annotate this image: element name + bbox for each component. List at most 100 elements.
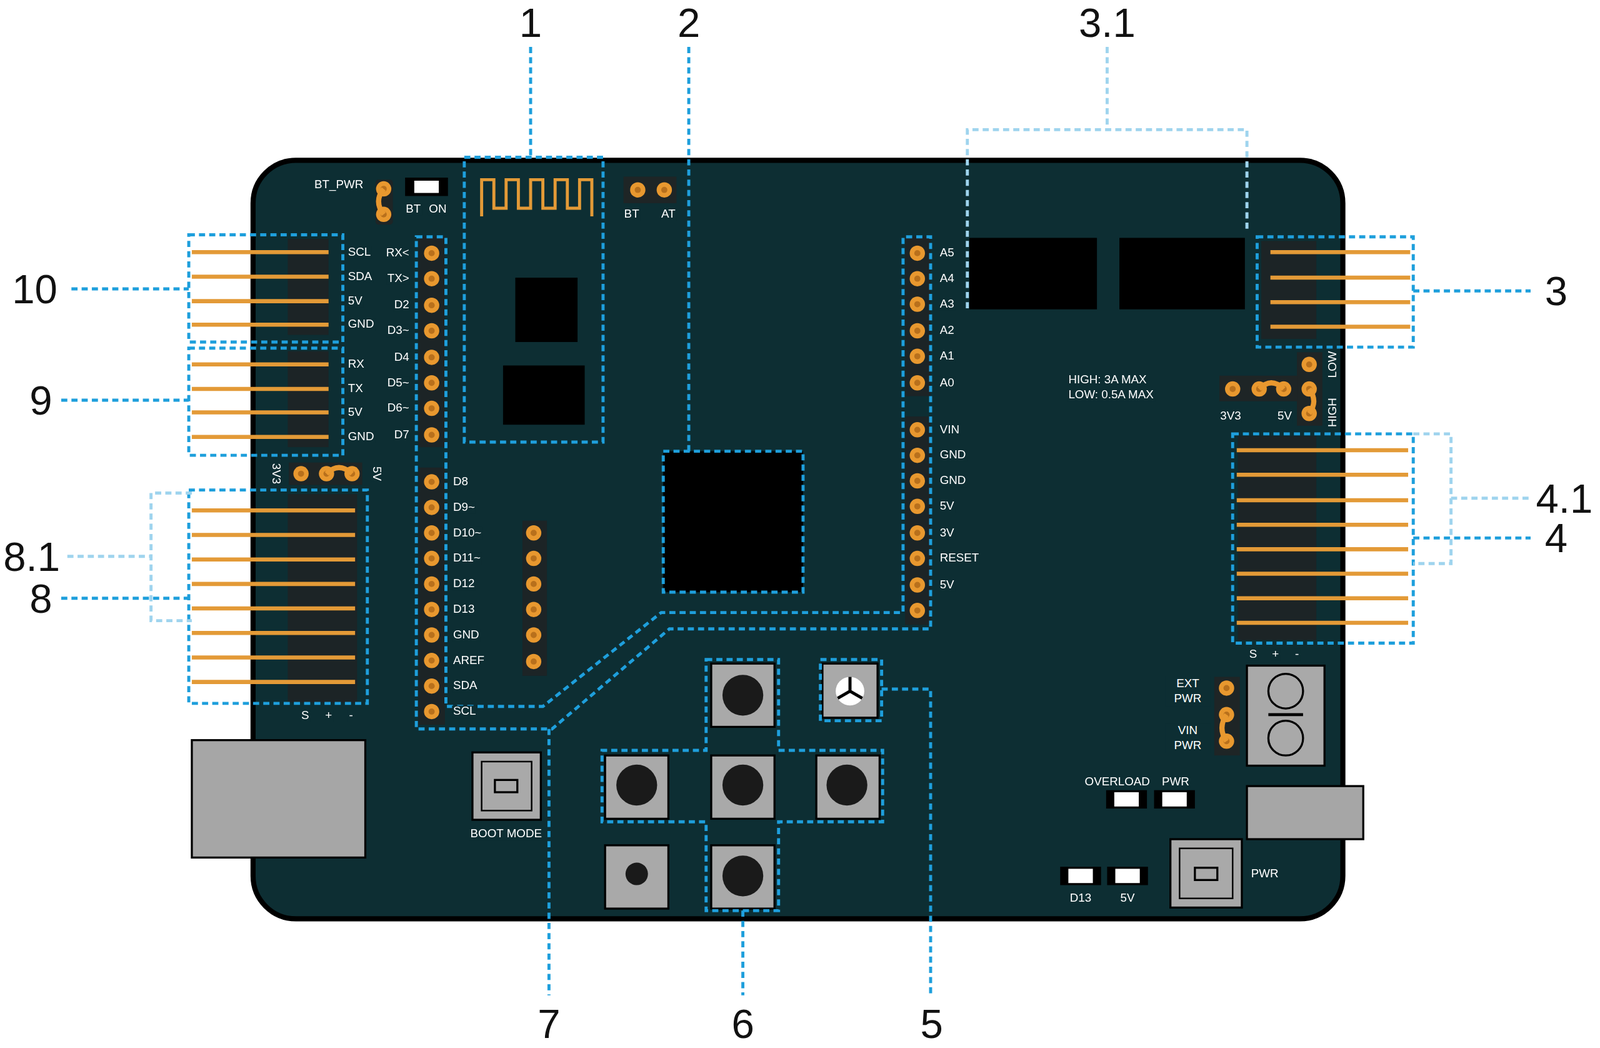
pin-label: 5V: [1119, 891, 1136, 904]
push-button: [616, 764, 657, 805]
jumper: [1218, 680, 1234, 695]
pin-label: D13: [1068, 891, 1093, 904]
pin-label: TX>: [386, 272, 410, 285]
pin-label: BT: [623, 208, 640, 220]
bt-power-switch: [406, 178, 447, 195]
sub-callout-line: [1451, 496, 1531, 500]
jumper: [1219, 375, 1299, 402]
header-pins: [191, 655, 355, 660]
bluetooth-module: [503, 365, 585, 425]
pin-label: SCL: [451, 705, 477, 718]
slide-button: [1195, 867, 1218, 880]
pin-holes: [526, 653, 542, 669]
pin-label: 5V: [1276, 410, 1293, 423]
leader-line: [1413, 289, 1531, 293]
pin-holes: [910, 421, 925, 437]
header-pins: [191, 532, 355, 537]
pin-label: A0: [938, 376, 955, 389]
pin-label: BT_PWR: [313, 178, 365, 191]
led: [1138, 790, 1146, 807]
slide-button: [1170, 838, 1242, 907]
pin-label: SDA: [451, 680, 479, 692]
header-pins: [191, 274, 329, 279]
pin-label: 5V: [938, 500, 955, 512]
slide-button: [495, 779, 518, 792]
board-outline: [253, 160, 1344, 919]
pin-holes: [423, 601, 439, 617]
pin-holes: [526, 550, 542, 566]
pin-label: HIGH: 3A MAX: [1067, 373, 1148, 386]
callout-number: 2: [677, 1, 700, 43]
pin-label: ON: [428, 203, 448, 215]
callout-outline: [1256, 236, 1414, 347]
callout-number: 3: [1545, 270, 1568, 312]
pin-holes: [423, 270, 439, 286]
pin-holes: [910, 296, 925, 312]
slide-button: [481, 761, 532, 810]
pin-label: HIGH: [1326, 396, 1339, 428]
callout-number: 10: [11, 268, 58, 309]
chip: [663, 451, 804, 592]
bluetooth-module: [515, 277, 578, 342]
bt-at-jumper: [623, 176, 677, 203]
push-button: [711, 663, 775, 727]
header-pins: [191, 410, 329, 415]
jumper: [1214, 676, 1240, 755]
jumper: [1259, 382, 1284, 389]
callout-outline: [416, 236, 931, 729]
sub-callout-line: [67, 46, 1531, 621]
header-strip: [905, 236, 931, 397]
pin-label: D13: [451, 603, 476, 615]
potentiometer: [835, 676, 865, 705]
pin-holes: [423, 550, 439, 566]
pin-label: D6~: [386, 402, 410, 415]
jumper: [326, 467, 352, 474]
header-pins: [191, 556, 355, 562]
slide-button: [472, 751, 541, 820]
led: [1093, 867, 1100, 884]
pin-holes: [423, 323, 439, 339]
pin-label: GND: [346, 318, 375, 331]
pin-holes: [423, 626, 439, 642]
push-button: [605, 755, 669, 819]
pin-holes: [910, 550, 925, 566]
pin-holes: [423, 375, 439, 390]
pin-label: D5~: [386, 376, 410, 389]
leader-line: [61, 46, 1531, 995]
callout-outline: [188, 235, 344, 342]
bt-power-switch: [414, 180, 439, 194]
pin-holes: [423, 349, 439, 365]
pin-label: GND: [938, 475, 967, 487]
sub-callout-line: [1105, 46, 1109, 130]
pin-label: D10~: [451, 526, 483, 539]
header-pins: [191, 362, 329, 367]
header-strip: [1237, 435, 1317, 640]
header-pins: [1270, 300, 1411, 305]
callout-outline: [601, 659, 883, 911]
pin-holes: [526, 525, 542, 540]
pin-label: +: [1271, 648, 1280, 660]
push-button: [722, 855, 764, 896]
sub-callout-line: [1413, 433, 1451, 564]
pin-label: AREF: [451, 654, 485, 667]
chip: [969, 237, 1097, 309]
pin-label: LOW: 0.5A MAX: [1067, 388, 1155, 401]
callout-outline: [820, 659, 882, 721]
header-strip: [905, 416, 931, 625]
bluetooth-module: [481, 179, 592, 425]
pin-holes: [423, 473, 439, 489]
leader-line: [61, 398, 189, 402]
pin-label: GND: [451, 628, 480, 641]
leader-line: [881, 688, 931, 995]
pin-label: SDA: [346, 270, 374, 283]
header-pins: [191, 298, 329, 304]
jumper: [1309, 388, 1314, 414]
pin-holes: [910, 270, 925, 286]
callout-outline: [188, 348, 344, 455]
terminal-block: [1268, 712, 1304, 716]
header-strip: [418, 236, 445, 447]
pin-holes: [910, 525, 925, 540]
bt-power-switch: [378, 188, 384, 215]
sub-callout-line: [967, 129, 1247, 309]
terminal-block: [1268, 720, 1304, 756]
